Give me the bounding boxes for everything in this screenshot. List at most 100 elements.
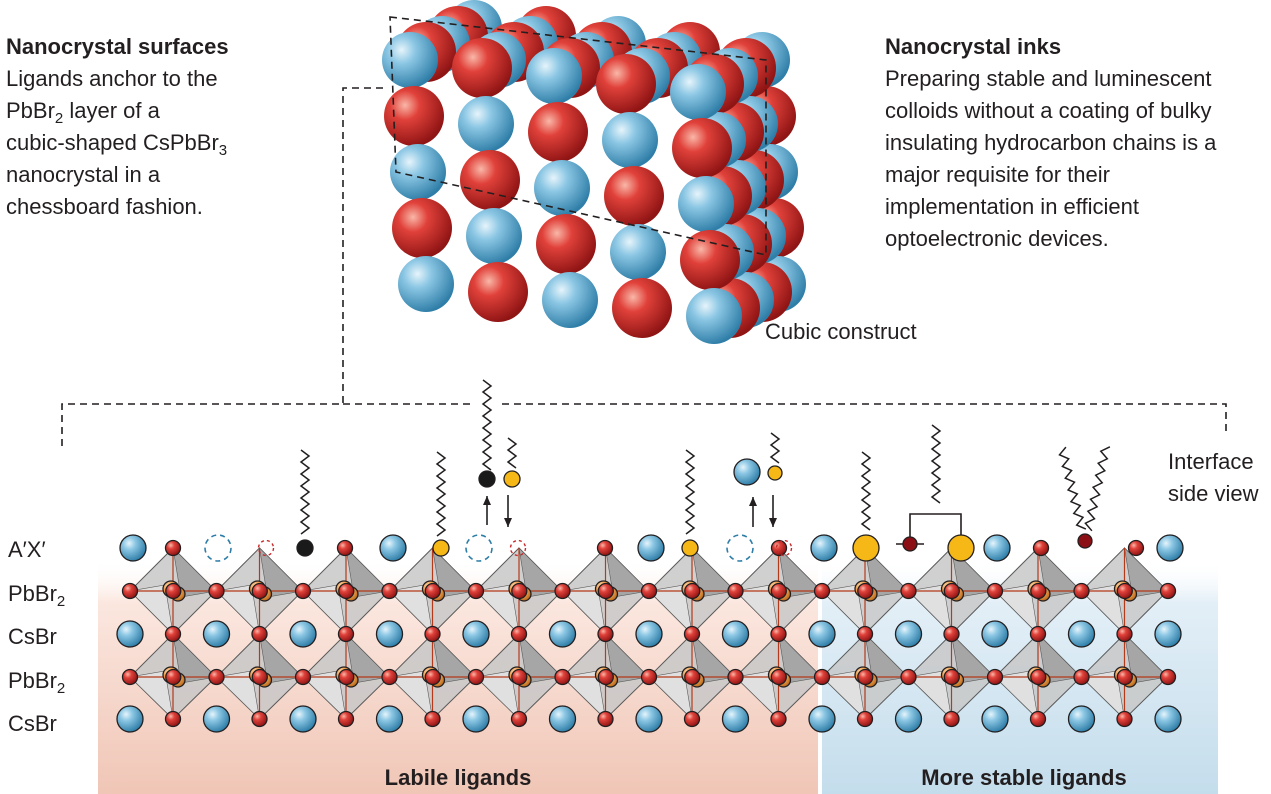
cs-atom xyxy=(894,620,923,648)
octahedron-facet xyxy=(1124,633,1169,684)
stable-ligands-label: More stable ligands xyxy=(921,765,1126,790)
dashed-connectors xyxy=(61,16,1227,446)
octahedron-facet xyxy=(302,584,347,635)
br-atom xyxy=(554,668,571,686)
cs-atom xyxy=(202,620,231,648)
br-vacancy xyxy=(775,539,793,557)
br-atom xyxy=(857,668,874,686)
br-atom xyxy=(164,710,182,728)
br-atom xyxy=(121,668,139,686)
br-atom xyxy=(640,668,658,686)
hydrocarbon-chain xyxy=(860,451,872,531)
br-atom xyxy=(1159,668,1177,686)
br-atom xyxy=(164,539,182,557)
br-atom xyxy=(121,582,139,600)
br-atom xyxy=(1030,582,1047,600)
cs-atom xyxy=(635,705,663,733)
br-atom xyxy=(511,582,528,600)
cs-vacancy xyxy=(726,534,754,562)
cs-atom xyxy=(808,620,836,648)
right-line-2: colloids without a coating of bulky xyxy=(885,98,1212,123)
br-atom xyxy=(165,582,182,600)
br-atom xyxy=(1127,539,1145,557)
cs-atom xyxy=(1067,705,1096,733)
br-atom xyxy=(294,668,312,686)
br-atom xyxy=(381,582,398,600)
interface-label-line-2: side view xyxy=(1168,481,1259,506)
octahedron-facet xyxy=(1080,584,1125,635)
br-atom xyxy=(424,668,441,686)
octahedron-facet xyxy=(907,584,952,635)
br-atom xyxy=(856,710,874,728)
octahedron-facet xyxy=(648,584,693,635)
cs-atom xyxy=(981,620,1009,648)
br-atom xyxy=(294,582,312,600)
right-line-1: Preparing stable and luminescent xyxy=(885,66,1212,91)
branched-ligand-head xyxy=(1077,533,1093,549)
br-atom xyxy=(770,539,788,557)
cs-atom xyxy=(637,534,665,562)
br-atom xyxy=(770,710,787,728)
br-atom xyxy=(1030,668,1047,686)
hydrocarbon-chain xyxy=(481,379,493,471)
octahedron-facet xyxy=(432,547,477,598)
arrow-head xyxy=(504,518,512,527)
br-vacancy xyxy=(509,539,527,557)
arrow-head xyxy=(749,497,757,506)
anchored-ligand-head xyxy=(681,539,699,557)
labile-ligands-label: Labile ligands xyxy=(385,765,532,790)
octahedron-facet xyxy=(778,547,823,598)
octahedron-facet xyxy=(734,584,779,635)
br-atom xyxy=(467,668,485,686)
octahedron-facet xyxy=(259,633,304,684)
left-line-5: chessboard fashion. xyxy=(6,194,203,219)
br-atom xyxy=(424,582,441,600)
br-atom xyxy=(1029,710,1047,728)
octahedron-facet xyxy=(864,633,909,684)
cs-atom xyxy=(1067,620,1096,648)
br-atom xyxy=(338,668,355,686)
octahedron-facet xyxy=(734,670,779,720)
br-atom xyxy=(1116,582,1133,600)
cs-atom xyxy=(379,534,407,562)
cs-atom xyxy=(116,620,144,648)
octahedron-facet xyxy=(259,547,304,598)
octahedron-facet xyxy=(1124,547,1169,598)
br-atom xyxy=(164,625,182,643)
right-line-6: optoelectronic devices. xyxy=(885,226,1109,251)
octahedron-facet xyxy=(345,633,390,684)
octahedron-facet xyxy=(605,547,650,598)
br-atom xyxy=(510,710,528,728)
cs-atom-sphere xyxy=(398,256,454,312)
br-atom xyxy=(597,710,614,728)
cs-atom xyxy=(289,705,317,733)
right-line-5: implementation in efficient xyxy=(885,194,1139,219)
br-atom xyxy=(338,582,355,600)
octahedron-facet xyxy=(518,633,563,684)
br-atom xyxy=(857,582,874,600)
br-atom xyxy=(943,668,960,686)
octahedron-facet xyxy=(561,584,606,635)
cs-atom-sphere xyxy=(542,272,598,328)
br-atom xyxy=(1116,710,1133,728)
br-atom xyxy=(336,539,354,557)
br-atom xyxy=(986,668,1004,686)
cs-atom xyxy=(548,620,577,648)
br-atom xyxy=(424,710,441,728)
br-atom xyxy=(251,710,268,728)
layer-label-csbr-bottom: CsBr xyxy=(8,711,57,736)
octahedron-facet xyxy=(994,670,1039,720)
anchored-ligand-head xyxy=(296,539,314,557)
cs-atom xyxy=(289,620,317,648)
desorbed-ligand-head xyxy=(478,470,496,488)
br-atom xyxy=(684,582,701,600)
hydrocarbon-chain xyxy=(684,449,696,535)
cs-atom xyxy=(375,705,404,733)
br-atom-sphere xyxy=(680,230,740,290)
cs-atom xyxy=(1154,620,1182,648)
octahedron-facet xyxy=(172,547,217,598)
left-line-3: cubic-shaped CsPbBr3 xyxy=(6,130,227,159)
br-atom xyxy=(381,668,398,686)
br-atom xyxy=(900,668,917,686)
cs-atom-sphere xyxy=(534,160,590,216)
